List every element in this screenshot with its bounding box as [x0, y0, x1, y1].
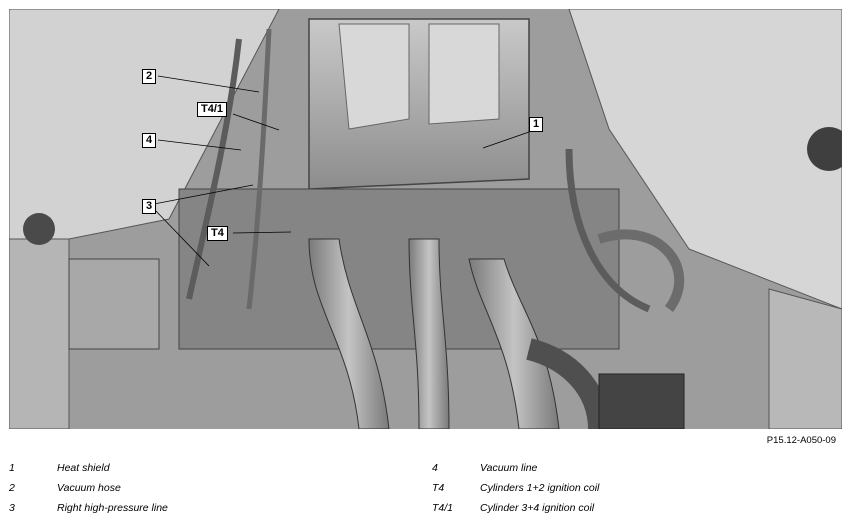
callout-t4: T4 [207, 226, 228, 241]
legend-desc: Cylinder 3+4 ignition coil [480, 502, 595, 514]
legend-key: T4/1 [432, 502, 454, 514]
callout-2: 2 [142, 69, 157, 84]
callout-t4-1: T4/1 [197, 102, 228, 117]
callout-4: 4 [142, 133, 157, 148]
legend-key: 2 [9, 482, 15, 494]
legend-desc: Right high-pressure line [57, 502, 168, 514]
legend-desc: Heat shield [57, 462, 110, 474]
legend-desc: Vacuum line [480, 462, 538, 474]
figure-id: P15.12-A050-09 [766, 435, 836, 446]
legend-key: 4 [432, 462, 438, 474]
legend-desc: Cylinders 1+2 ignition coil [480, 482, 600, 494]
legend-key: 3 [9, 502, 15, 514]
legend-key: 1 [9, 462, 15, 474]
callout-1: 1 [529, 117, 544, 132]
legend-desc: Vacuum hose [57, 482, 121, 494]
callout-3: 3 [142, 199, 157, 214]
engine-bay-drawing [9, 9, 842, 429]
legend-key: T4 [432, 482, 445, 494]
engine-bay-illustration: 1 2 T4/1 4 3 T4 [9, 9, 842, 429]
